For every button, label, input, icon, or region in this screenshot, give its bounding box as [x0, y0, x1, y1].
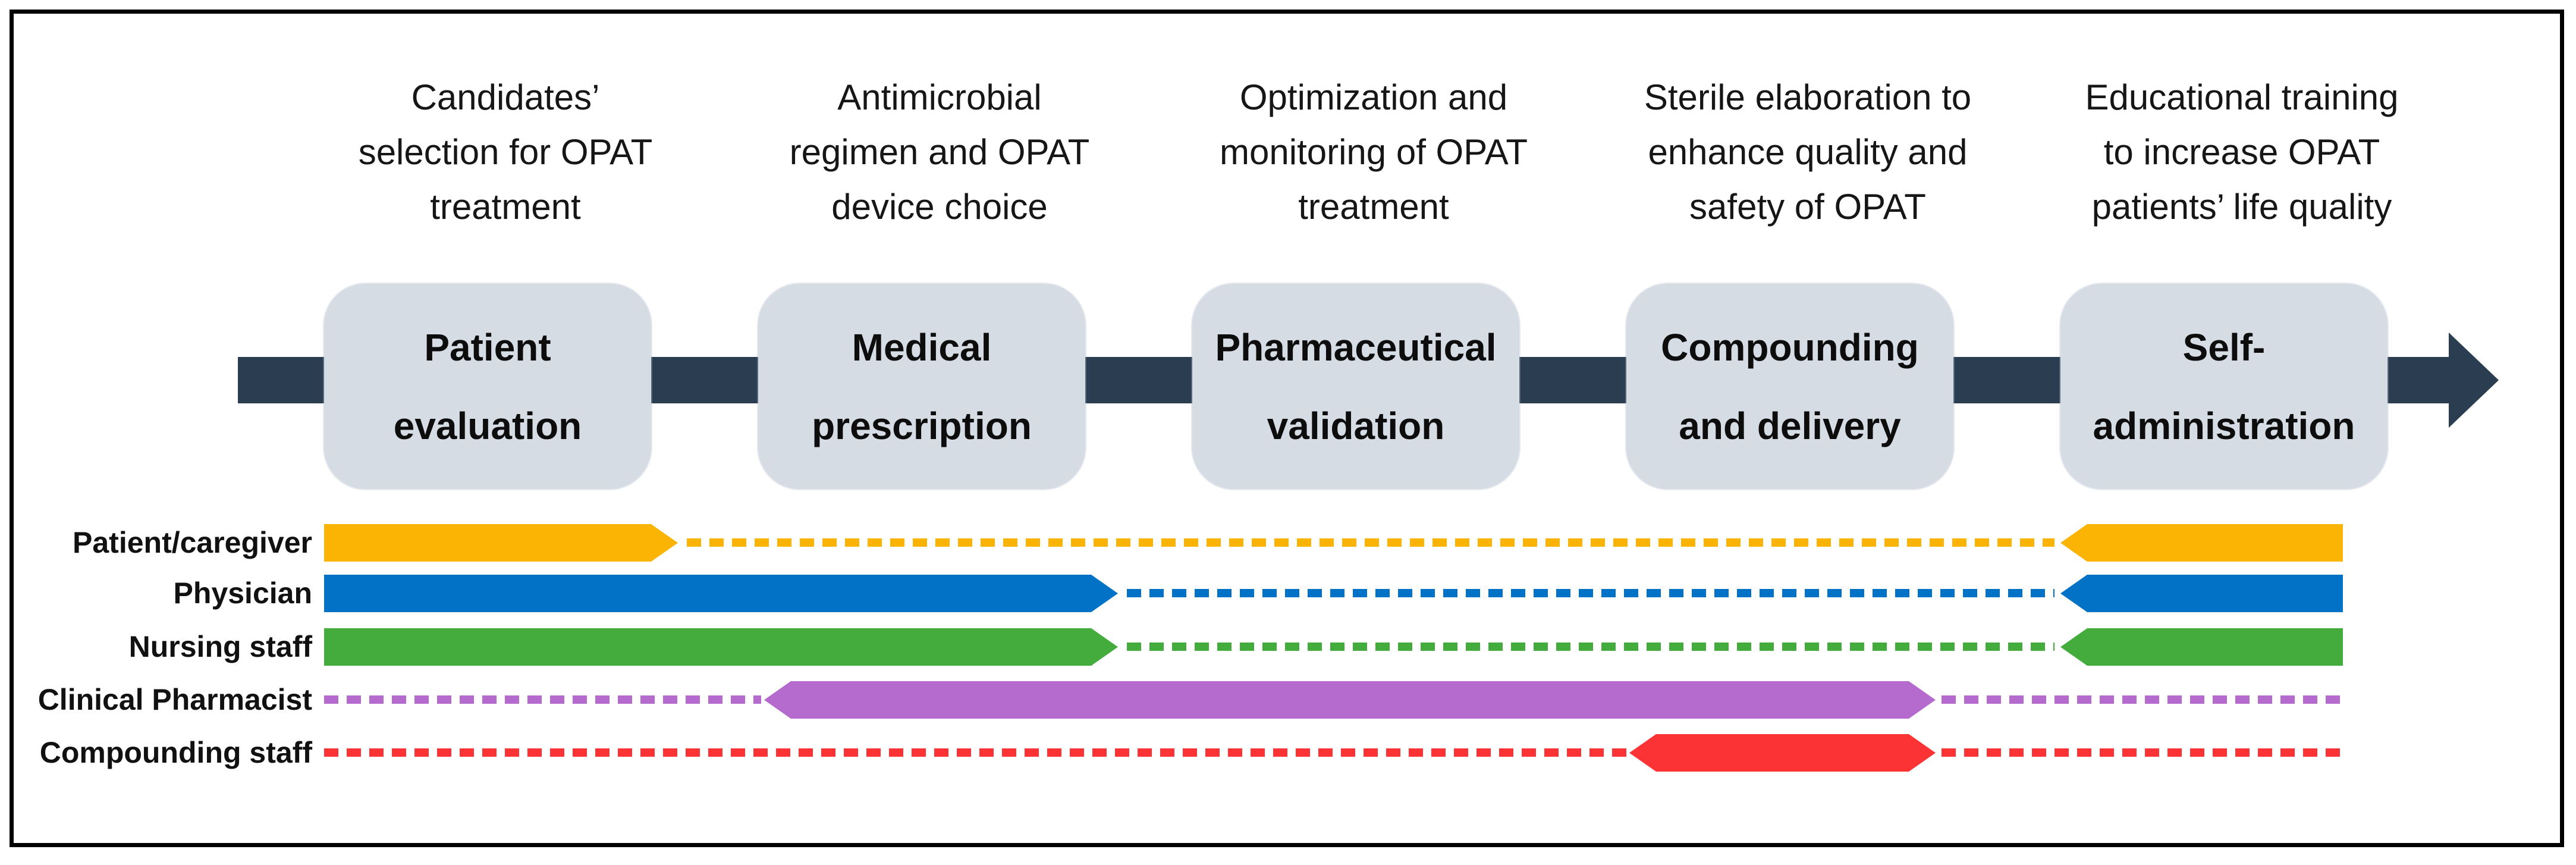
bar-solid-segment — [324, 628, 1118, 666]
stage-box-patient-evaluation: Patient evaluation — [324, 284, 651, 489]
bar-solid-segment — [324, 575, 1118, 612]
role-label: Patient/caregiver — [73, 526, 312, 559]
stage-description-5: Educational training to increase OPAT pa… — [2085, 77, 2399, 227]
role-label: Compounding staff — [39, 736, 312, 769]
stage-box-pharmaceutical-validation: Pharmaceutical validation — [1192, 284, 1519, 489]
bar-dashed-connector — [687, 538, 2054, 547]
stage-box-compounding-delivery: Compounding and delivery — [1626, 284, 1953, 489]
bar-dashed-connector — [1942, 748, 2343, 757]
stage-box-label: Compounding and delivery — [1661, 325, 1919, 447]
role-label: Nursing staff — [128, 630, 312, 663]
stage-box-label: Medical prescription — [812, 325, 1032, 447]
bar-dashed-connector — [324, 695, 761, 704]
role-label: Physician — [173, 576, 312, 610]
bar-dashed-connector — [1127, 589, 2054, 597]
bar-solid-segment — [324, 524, 678, 562]
stage-box-self-administration: Self- administration — [2060, 284, 2387, 489]
bar-dashed-connector — [324, 748, 1626, 757]
bar-solid-segment — [764, 681, 1936, 719]
process-arrow-head-icon — [2449, 333, 2499, 428]
stage-description-3: Optimization and monitoring of OPAT trea… — [1220, 77, 1528, 227]
bar-solid-segment — [1629, 734, 1936, 772]
stage-box-label: Pharmaceutical validation — [1215, 325, 1497, 447]
bar-solid-segment — [2060, 575, 2343, 612]
stage-box-label: Patient evaluation — [393, 325, 582, 447]
stage-description-4: Sterile elaboration to enhance quality a… — [1644, 77, 1972, 227]
bar-dashed-connector — [1127, 643, 2054, 651]
bar-solid-segment — [2060, 628, 2343, 666]
stage-description-2: Antimicrobial regimen and OPAT device ch… — [789, 77, 1090, 227]
stage-box-medical-prescription: Medical prescription — [758, 284, 1085, 489]
stage-description-1: Candidates’ selection for OPAT treatment — [358, 77, 653, 227]
bar-solid-segment — [2060, 524, 2343, 562]
stage-box-label: Self- administration — [2093, 325, 2355, 447]
role-label: Clinical Pharmacist — [37, 683, 312, 716]
bar-dashed-connector — [1942, 695, 2343, 704]
